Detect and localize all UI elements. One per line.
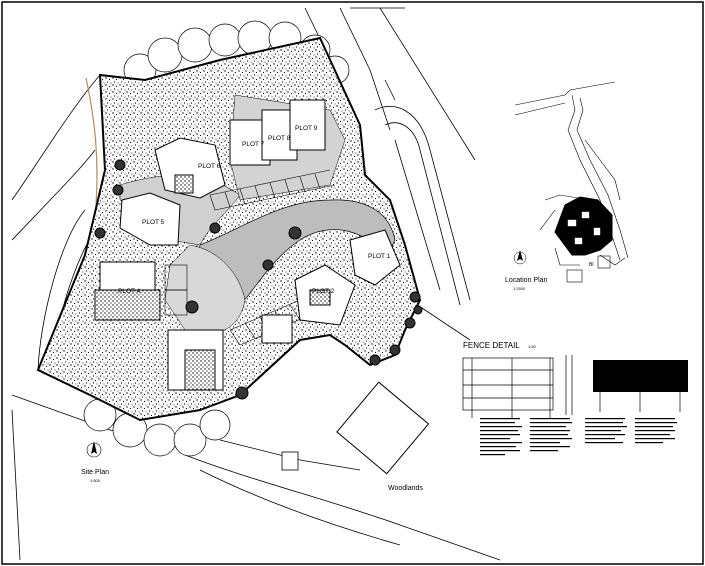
plot-3-building	[167, 329, 224, 391]
fence-notes	[480, 418, 677, 456]
site-plan-scale: 1:500	[90, 478, 101, 483]
fence-detail-scale: 1:50	[528, 344, 537, 349]
north-arrow-icon	[513, 250, 527, 265]
north-arrow-icon	[86, 441, 102, 458]
fence-detail-title: FENCE DETAIL	[463, 341, 520, 350]
plot-4-building	[94, 261, 161, 321]
plot-9-building	[289, 99, 326, 151]
location-site-detail	[567, 211, 601, 245]
small-structure	[281, 451, 299, 471]
plot-2-building	[294, 264, 356, 326]
plot-label: PLOT 6	[198, 163, 221, 170]
plot-label: PLOT 5	[142, 219, 165, 226]
woodlands-area	[336, 381, 430, 475]
plot-label: PLOT 4	[118, 288, 141, 295]
site-plan-title: Site Plan	[81, 469, 109, 476]
fence-posts	[599, 392, 681, 412]
plot-labels: PLOT 1 PLOT 2 PLOT 4 PLOT 5 PLOT 6 PLOT …	[118, 125, 391, 295]
plot-label: PLOT 9	[295, 125, 318, 132]
location-site-footprint	[554, 196, 613, 256]
fence-panel-solid	[593, 360, 688, 392]
woodlands-label: Woodlands	[388, 485, 423, 492]
plot-label: PLOT 7	[242, 141, 265, 148]
plot-5-building	[119, 192, 181, 246]
plot-label: PLOT 1	[368, 253, 391, 260]
plot-6-building	[154, 137, 226, 199]
fence-elevation-1	[462, 355, 573, 418]
location-plan-scale: 1:2500	[513, 286, 526, 291]
location-ref: Bl	[589, 262, 593, 268]
plot-label: PLOT 2	[312, 288, 335, 295]
plot-1-building	[349, 229, 401, 286]
plot-label: PLOT 8	[268, 135, 291, 142]
location-plan-title: Location Plan	[505, 277, 548, 284]
trees	[94, 159, 423, 400]
buildings	[94, 99, 401, 391]
garage	[261, 314, 293, 344]
